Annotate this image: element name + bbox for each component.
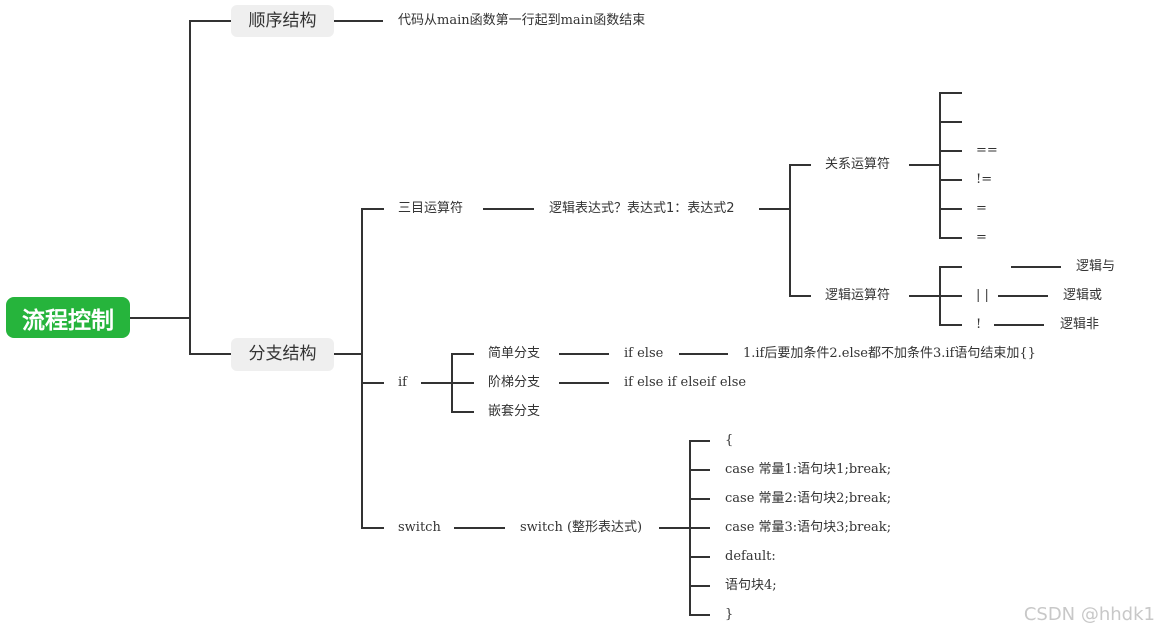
- ladder-branch-form: if else if elseif else: [624, 375, 747, 390]
- relational-op: =: [976, 201, 987, 216]
- switch-body-line: default:: [725, 549, 776, 564]
- logical-meaning: 逻辑与: [1076, 259, 1116, 274]
- switch-body-line: 语句块4;: [725, 578, 777, 593]
- nested-branch-node[interactable]: 嵌套分支: [488, 404, 541, 419]
- relational-op: !=: [976, 172, 993, 187]
- switch-form: switch (整形表达式): [520, 520, 643, 535]
- if-node[interactable]: if: [398, 375, 407, 390]
- logical-meaning: 逻辑或: [1063, 288, 1103, 303]
- sequence-node[interactable]: 顺序结构: [231, 5, 334, 37]
- ladder-branch-node[interactable]: 阶梯分支: [488, 375, 541, 390]
- relational-op: ==: [976, 143, 998, 158]
- sequence-note: 代码从main函数第一行起到main函数结束: [398, 13, 646, 28]
- logical-op: !: [976, 317, 982, 332]
- watermark: CSDN @hhdk1: [1023, 604, 1155, 625]
- ternary-node[interactable]: 三目运算符: [398, 201, 464, 216]
- logical-op: | |: [976, 288, 989, 303]
- simple-branch-note: 1.if后要加条件2.else都不加条件3.if语句结束加{}: [743, 346, 1036, 361]
- branch-node[interactable]: 分支结构: [231, 338, 334, 371]
- logical-operators-node[interactable]: 逻辑运算符: [825, 288, 891, 303]
- simple-branch-node[interactable]: 简单分支: [488, 346, 541, 361]
- logical-meaning: 逻辑非: [1060, 317, 1100, 332]
- switch-body-line: {: [725, 433, 734, 448]
- simple-branch-form: if else: [624, 346, 664, 361]
- switch-body-line: case 常量3:语句块3;break;: [725, 520, 892, 535]
- switch-node[interactable]: switch: [398, 520, 441, 535]
- root-node[interactable]: 流程控制: [6, 297, 130, 338]
- switch-body-line: }: [725, 607, 734, 622]
- switch-body-line: case 常量2:语句块2;break;: [725, 491, 892, 506]
- relational-op: =: [976, 230, 987, 245]
- relational-operators-node[interactable]: 关系运算符: [825, 157, 891, 172]
- switch-body-line: case 常量1:语句块1;break;: [725, 462, 892, 477]
- ternary-expression: 逻辑表达式？表达式1：表达式2: [549, 201, 735, 216]
